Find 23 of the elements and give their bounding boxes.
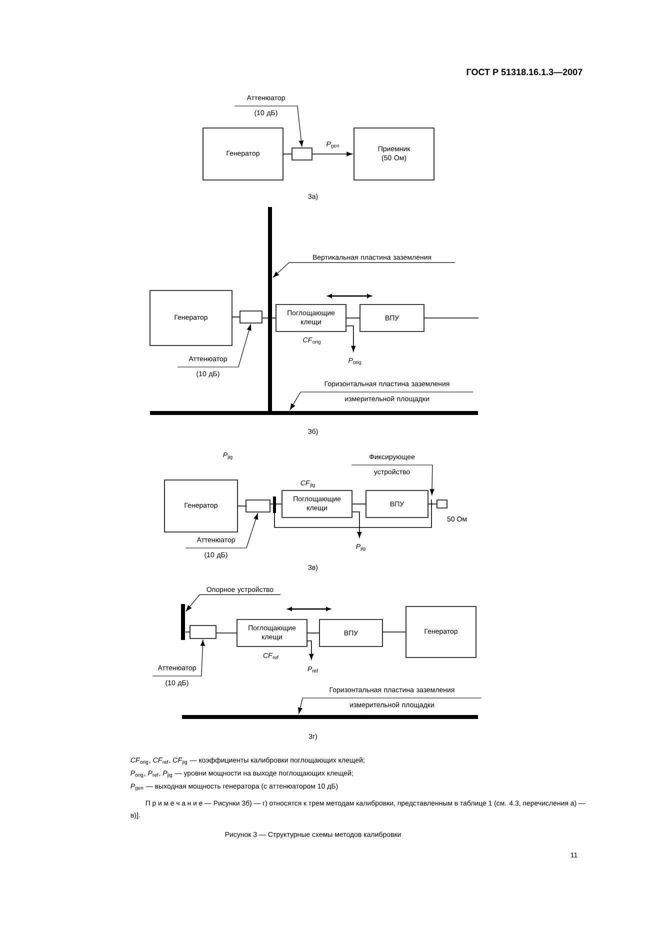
arrow	[307, 640, 314, 660]
leader-line	[186, 594, 281, 612]
leader-line	[177, 324, 252, 368]
attenuator-box	[436, 500, 448, 508]
leader-line	[298, 698, 482, 714]
arrow	[312, 152, 352, 156]
attenuator-box	[190, 625, 216, 639]
attenuator-box	[240, 310, 262, 324]
attenuator-box	[292, 148, 312, 160]
line	[232, 316, 240, 318]
fixture-frame	[273, 496, 432, 528]
arrow	[346, 326, 356, 352]
leader-line	[290, 392, 474, 410]
leader-line	[234, 106, 304, 147]
leader-line	[351, 464, 434, 496]
arrow	[352, 512, 362, 538]
leader-line	[185, 513, 258, 548]
line	[216, 632, 237, 634]
leader-line	[152, 640, 205, 676]
line	[307, 632, 320, 634]
leader-line	[273, 262, 456, 278]
attenuator-box	[246, 500, 270, 512]
page-header: ГОСТ Р 51318.16.1.3—2007	[466, 68, 582, 76]
